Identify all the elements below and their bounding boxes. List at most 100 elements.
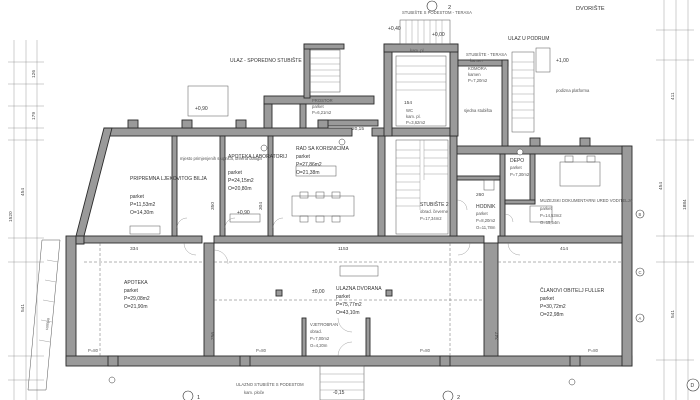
axis-marker-a: A xyxy=(639,316,642,321)
dim-126: 126 xyxy=(31,70,37,78)
svg-text:VJETROBRAN: VJETROBRAN xyxy=(310,322,338,327)
room-wc-up: WC kam. pl. P=3,62m2 xyxy=(406,108,426,125)
svg-text:parket: parket xyxy=(510,165,522,170)
room-upper-right: KOMORA kamen P=7,20m2 xyxy=(468,66,488,83)
lift-label: podizna platforma xyxy=(556,88,590,93)
dim-179: 179 xyxy=(31,112,37,120)
beam-lines xyxy=(84,243,622,356)
room-rad: RAD SA KORISNICIMA parket P=27,86m2 O=21… xyxy=(296,146,349,176)
room-dvorana: ULAZNA DVORANA parket P=75,77m2 O=43,10m xyxy=(336,286,382,316)
dim-334: 334 xyxy=(130,246,138,252)
svg-text:parket: parket xyxy=(312,104,324,109)
svg-text:O=21,90m: O=21,90m xyxy=(124,304,148,310)
dim-411: 411 xyxy=(670,92,676,100)
svg-text:P=17,34m2: P=17,34m2 xyxy=(420,216,442,221)
svg-text:ČLANOVI OBITELJ FULLER: ČLANOVI OBITELJ FULLER xyxy=(540,287,605,294)
right-dimension-chain: 1884 411 541 454 D xyxy=(656,0,700,400)
svg-text:O=21,38m: O=21,38m xyxy=(296,170,320,176)
svg-text:P=7,30m2: P=7,30m2 xyxy=(510,172,530,177)
svg-text:parket: parket xyxy=(540,206,552,211)
building-walls xyxy=(65,43,633,367)
side-entrance-label: ULAZ - SPOREDNO STUBIŠTE xyxy=(230,57,302,64)
dim-541-right: 541 xyxy=(670,310,676,318)
dim-p80-d: P=80 xyxy=(588,348,599,353)
dim-p80-b: P=80 xyxy=(256,348,267,353)
svg-text:PROSTOR: PROSTOR xyxy=(312,98,333,103)
basement-entrance-label: ULAZ U PODRUM xyxy=(508,36,549,42)
top-stair-sub: kam. pl. xyxy=(410,48,425,53)
svg-text:APOTEKA: APOTEKA xyxy=(124,280,148,286)
svg-text:parket: parket xyxy=(296,154,311,160)
svg-text:kamen: kamen xyxy=(468,72,481,77)
svg-text:P=7,00m2: P=7,00m2 xyxy=(310,336,330,341)
level-main: ±0,00 xyxy=(312,289,325,295)
stair-right-sub: kamen xyxy=(470,58,483,63)
svg-text:O=43,10m: O=43,10m xyxy=(336,310,360,316)
svg-text:P=27,86m2: P=27,86m2 xyxy=(296,162,322,168)
svg-text:P=7,20m2: P=7,20m2 xyxy=(468,78,488,83)
axis-marker-2: 2 xyxy=(457,395,460,400)
svg-text:parket: parket xyxy=(228,170,243,176)
svg-text:P=24,15m2: P=24,15m2 xyxy=(228,178,254,184)
dim-260: 260 xyxy=(476,192,484,198)
svg-text:HODNIK: HODNIK xyxy=(476,204,496,210)
section-markers: 2 1 2 B C A xyxy=(108,0,645,400)
level-l3: +0,00 xyxy=(432,32,445,38)
room-apoteka-lab: APOTEKA LABORATORIJ parket P=24,15m2 O=2… xyxy=(228,154,287,192)
interior-dimensions: 334 1153 414 256 347 350 304 154 260 20,… xyxy=(88,100,599,353)
stair-right-label: STUBIŠTE - TERASA xyxy=(466,52,507,57)
dim-304: 304 xyxy=(258,202,264,210)
furniture xyxy=(129,85,601,277)
svg-text:obrad.: obrad. xyxy=(310,329,322,334)
level-l5: +0,40 xyxy=(388,26,401,32)
section-mark-top: 2 xyxy=(448,5,451,11)
facade-piers xyxy=(107,119,591,367)
svg-text:WC: WC xyxy=(406,108,413,113)
axis-marker-c: C xyxy=(639,270,642,275)
svg-text:P=8,20m2: P=8,20m2 xyxy=(476,218,496,223)
svg-text:P=29,08m2: P=29,08m2 xyxy=(124,296,150,302)
svg-text:ULAZNA DVORANA: ULAZNA DVORANA xyxy=(336,286,382,292)
dim-1520: 1520 xyxy=(8,211,14,222)
svg-text:O=14,30m: O=14,30m xyxy=(130,210,154,216)
svg-text:KOMORA: KOMORA xyxy=(468,66,487,71)
dim-p80-c: P=80 xyxy=(420,348,431,353)
svg-text:P=11,53m2: P=11,53m2 xyxy=(130,202,156,208)
svg-text:O=4,20m: O=4,20m xyxy=(310,343,328,348)
svg-text:P=6,21m2: P=6,21m2 xyxy=(312,110,332,115)
dim-350: 350 xyxy=(210,202,216,210)
room-muzej: MUZEJSKI DOKUMENTARNI URED VODITELJA par… xyxy=(540,198,633,225)
svg-text:O=11,78m: O=11,78m xyxy=(476,225,496,230)
dim-347: 347 xyxy=(494,332,500,340)
top-stair-label: STUBIŠTE S PODESTOM - TERASA xyxy=(402,10,472,15)
main-stair-sub: kam. ploče xyxy=(244,390,265,395)
svg-text:O=15,54m: O=15,54m xyxy=(540,220,560,225)
svg-text:mjesto primjenjenih stupnica,: mjesto primjenjenih stupnica, drvena obl… xyxy=(180,156,262,161)
room-stubiste2: STUBIŠTE 2 obrad. čeverne P=17,34m2 xyxy=(420,201,449,221)
room-upper: PROSTOR parket P=6,21m2 xyxy=(312,98,333,115)
room-pripremna: PRIPREMNA LJEKOVITOG BILJA parket P=11,5… xyxy=(130,176,208,216)
left-dimension-chain: 1520 454 541 179 126 xyxy=(8,40,44,400)
level-l4: -0,15 xyxy=(333,390,345,396)
room-apoteka: APOTEKA parket P=29,08m2 O=21,90m xyxy=(124,280,150,310)
svg-text:parket: parket xyxy=(336,294,351,300)
svg-text:P=3,62m2: P=3,62m2 xyxy=(406,120,426,125)
dim-454: 454 xyxy=(20,188,26,196)
svg-text:PRIPREMNA LJEKOVITOG BILJA: PRIPREMNA LJEKOVITOG BILJA xyxy=(130,176,208,182)
level-l1: +0,90 xyxy=(237,210,250,216)
svg-text:P=75,77m2: P=75,77m2 xyxy=(336,302,362,308)
dim-2015: 20,15 xyxy=(352,126,364,132)
svg-text:P=14,53m2: P=14,53m2 xyxy=(540,213,562,218)
dim-1884: 1884 xyxy=(682,199,688,210)
doors xyxy=(176,199,521,357)
svg-text:MUZEJSKI DOKUMENTARNI URED VOD: MUZEJSKI DOKUMENTARNI URED VODITELJA xyxy=(540,198,633,203)
dim-p80-a: P=80 xyxy=(88,348,99,353)
west-ramp-label: rampa xyxy=(44,317,50,330)
svg-text:parket: parket xyxy=(130,194,145,200)
axis-marker-1: 1 xyxy=(197,395,200,400)
room-hodnik: HODNIK parket P=8,20m2 O=11,78m xyxy=(476,204,496,230)
courtyard-label: DVORIŠTE xyxy=(576,5,605,12)
axis-marker-d: D xyxy=(691,383,695,389)
svg-text:APOTEKA LABORATORIJ: APOTEKA LABORATORIJ xyxy=(228,154,287,160)
